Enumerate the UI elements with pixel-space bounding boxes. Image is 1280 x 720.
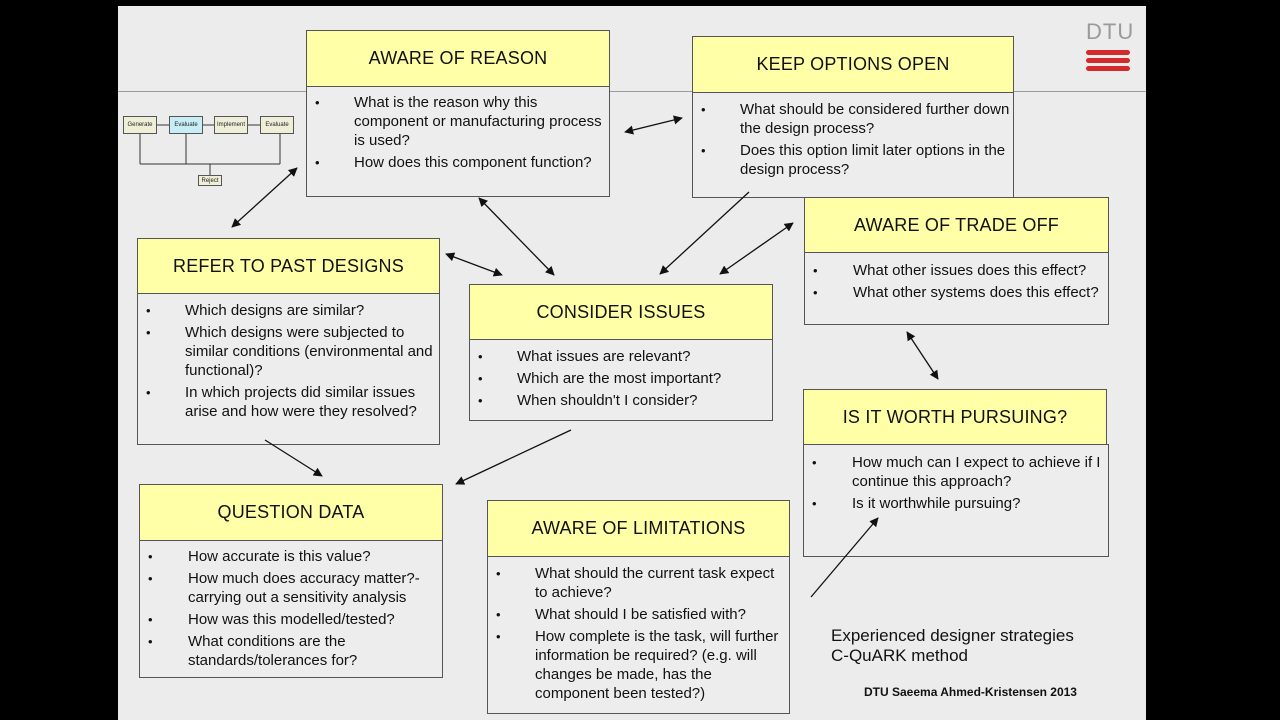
keep-options-open-box: What should be considered further down t… <box>692 92 1014 198</box>
question-data-list: How accurate is this value? How much doe… <box>140 547 440 673</box>
trade-off-box: What other issues does this effect? What… <box>804 252 1109 325</box>
list-item: What should I be satisfied with? <box>488 605 786 624</box>
flow-step: Implement <box>214 116 248 134</box>
process-flow-diagram: Generate Evaluate Implement Evaluate Rej… <box>120 110 300 190</box>
arrow <box>445 252 503 277</box>
flow-reject: Reject <box>198 175 222 186</box>
limitations-list: What should the current task expect to a… <box>488 564 786 706</box>
arrow <box>478 197 555 276</box>
arrow <box>719 222 794 275</box>
consider-issues-box: What issues are relevant? Which are the … <box>469 339 773 421</box>
logo-wave <box>1086 66 1130 71</box>
dtu-logo: DTU <box>1086 19 1135 71</box>
list-item: What should be considered further down t… <box>693 100 1011 138</box>
arrow <box>810 517 879 598</box>
keep-options-open-list: What should be considered further down t… <box>693 100 1011 182</box>
worth-pursuing-heading: IS IT WORTH PURSUING? <box>803 389 1107 445</box>
list-item: What conditions are the standards/tolera… <box>140 632 440 670</box>
list-item: What issues are relevant? <box>470 347 770 366</box>
trade-off-heading: AWARE OF TRADE OFF <box>804 197 1109 253</box>
list-item: How much can I expect to achieve if I co… <box>804 453 1104 491</box>
aware-of-reason-list: What is the reason why this component or… <box>307 93 607 175</box>
aware-of-reason-heading: AWARE OF REASON <box>306 30 610 87</box>
dtu-logo-text: DTU <box>1086 19 1135 44</box>
list-item: Which are the most important? <box>470 369 770 388</box>
header-divider <box>118 91 1146 92</box>
caption-line: Experienced designer strategies <box>831 626 1074 645</box>
worth-pursuing-list: How much can I expect to achieve if I co… <box>804 453 1104 516</box>
flow-step: Evaluate <box>260 116 294 134</box>
list-item: Which designs were subjected to similar … <box>138 323 436 380</box>
list-item: What other issues does this effect? <box>805 261 1105 280</box>
list-item: How complete is the task, will further i… <box>488 627 786 703</box>
arrow <box>906 331 939 380</box>
trade-off-list: What other issues does this effect? What… <box>805 261 1105 305</box>
list-item: Is it worthwhile pursuing? <box>804 494 1104 513</box>
aware-of-reason-box: What is the reason why this component or… <box>306 86 610 197</box>
slide-caption: Experienced designer strategies C-QuARK … <box>831 626 1074 666</box>
list-item: How much does accuracy matter?- carrying… <box>140 569 440 607</box>
flow-step: Evaluate <box>169 116 203 134</box>
arrow <box>455 429 572 485</box>
list-item: Does this option limit later options in … <box>693 141 1011 179</box>
logo-wave <box>1086 50 1130 55</box>
list-item: Which designs are similar? <box>138 301 436 320</box>
arrow <box>264 439 323 477</box>
limitations-box: What should the current task expect to a… <box>487 556 790 714</box>
flow-step: Generate <box>123 116 157 134</box>
keep-options-open-heading: KEEP OPTIONS OPEN <box>692 36 1014 93</box>
list-item: What should the current task expect to a… <box>488 564 786 602</box>
list-item: How accurate is this value? <box>140 547 440 566</box>
arrow <box>231 167 298 228</box>
arrow <box>659 191 750 275</box>
list-item: What is the reason why this component or… <box>307 93 607 150</box>
consider-issues-list: What issues are relevant? Which are the … <box>470 347 770 413</box>
limitations-heading: AWARE OF LIMITATIONS <box>487 500 790 557</box>
list-item: How does this component function? <box>307 153 607 172</box>
flow-connectors <box>139 124 281 175</box>
past-designs-list: Which designs are similar? Which designs… <box>138 301 436 424</box>
logo-wave <box>1086 58 1130 63</box>
list-item: In which projects did similar issues ari… <box>138 383 436 421</box>
list-item: What other systems does this effect? <box>805 283 1105 302</box>
slide-credit: DTU Saeema Ahmed-Kristensen 2013 <box>864 685 1077 699</box>
arrow <box>624 115 683 135</box>
question-data-heading: QUESTION DATA <box>139 484 443 541</box>
list-item: How was this modelled/tested? <box>140 610 440 629</box>
question-data-box: How accurate is this value? How much doe… <box>139 540 443 678</box>
past-designs-heading: REFER TO PAST DESIGNS <box>137 238 440 294</box>
caption-line: C-QuARK method <box>831 646 968 665</box>
consider-issues-heading: CONSIDER ISSUES <box>469 284 773 340</box>
worth-pursuing-box: How much can I expect to achieve if I co… <box>803 444 1109 557</box>
list-item: When shouldn't I consider? <box>470 391 770 410</box>
